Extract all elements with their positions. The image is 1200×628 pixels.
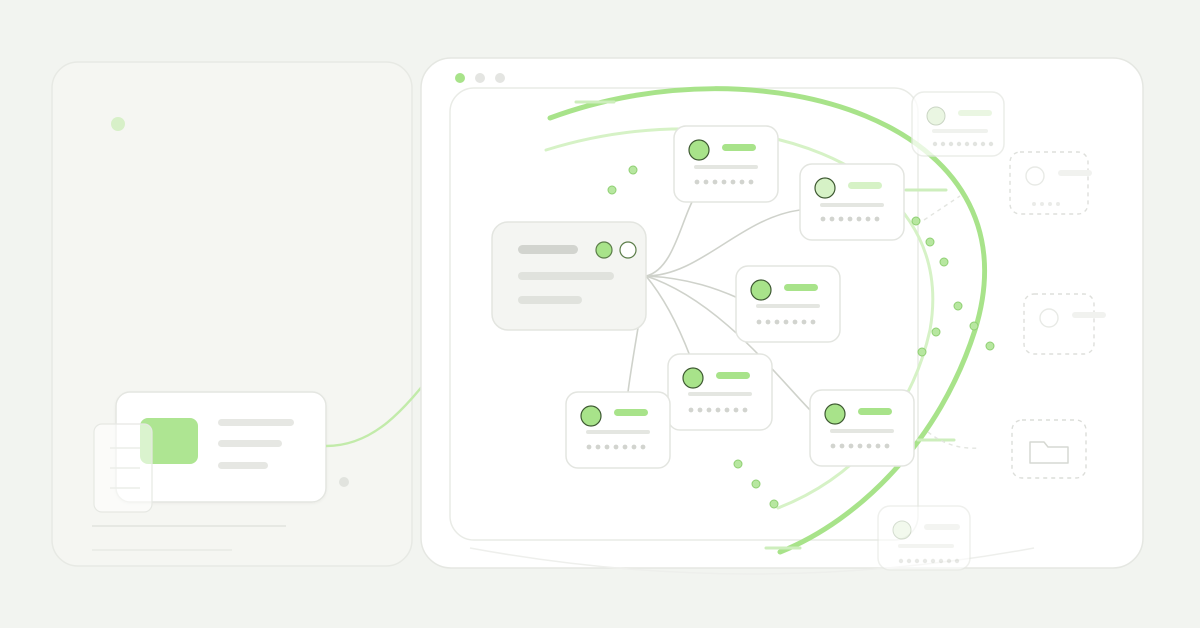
node-center-bottom[interactable]: [667, 353, 773, 431]
node-bottom-left[interactable]: [565, 391, 671, 469]
light-green-avatar-icon: [814, 177, 836, 199]
label-placeholder: [722, 144, 756, 151]
text-placeholder: [518, 296, 582, 304]
left-panel: [51, 61, 413, 567]
text-placeholder: [518, 245, 578, 254]
status-dot: [111, 117, 125, 131]
node-middle-right[interactable]: [735, 265, 841, 343]
circle-placeholder-icon: [1039, 308, 1059, 328]
green-avatar-icon: [580, 405, 602, 427]
ghost-card-bottom: [877, 505, 971, 571]
document-icon: [93, 423, 153, 513]
window-control-gray[interactable]: [475, 73, 485, 83]
ghost-card-top: [911, 91, 1005, 157]
empty-circle-icon: [619, 241, 637, 259]
label-placeholder: [614, 409, 648, 416]
dashed-card-circle[interactable]: [1023, 293, 1106, 355]
green-avatar-icon: [824, 403, 846, 425]
avatar-placeholder-icon: [1025, 166, 1045, 186]
folder-icon: [1029, 441, 1069, 464]
window-control-gray[interactable]: [495, 73, 505, 83]
text-placeholder: [218, 440, 282, 447]
green-circle-icon: [595, 241, 613, 259]
label-placeholder: [716, 372, 750, 379]
node-upper-right[interactable]: [799, 163, 905, 241]
dotted-trail: [607, 165, 995, 509]
window-control-green[interactable]: [455, 73, 465, 83]
dashed-card-avatar[interactable]: [1009, 151, 1092, 215]
text-placeholder: [218, 419, 294, 426]
dot-marker: [339, 477, 349, 487]
orbit-arc-primary: [547, 86, 988, 555]
hub-node[interactable]: [491, 221, 647, 331]
text-placeholder: [218, 462, 268, 469]
green-avatar-icon: [750, 279, 772, 301]
dashed-card-folder[interactable]: [1011, 419, 1087, 479]
node-bottom-right[interactable]: [809, 389, 915, 467]
green-square-icon: [140, 418, 198, 464]
green-avatar-icon: [682, 367, 704, 389]
label-placeholder: [848, 182, 882, 189]
node-top[interactable]: [673, 125, 779, 203]
source-card[interactable]: [115, 391, 327, 503]
label-placeholder: [784, 284, 818, 291]
green-avatar-icon: [688, 139, 710, 161]
text-placeholder: [518, 272, 614, 280]
label-placeholder: [858, 408, 892, 415]
